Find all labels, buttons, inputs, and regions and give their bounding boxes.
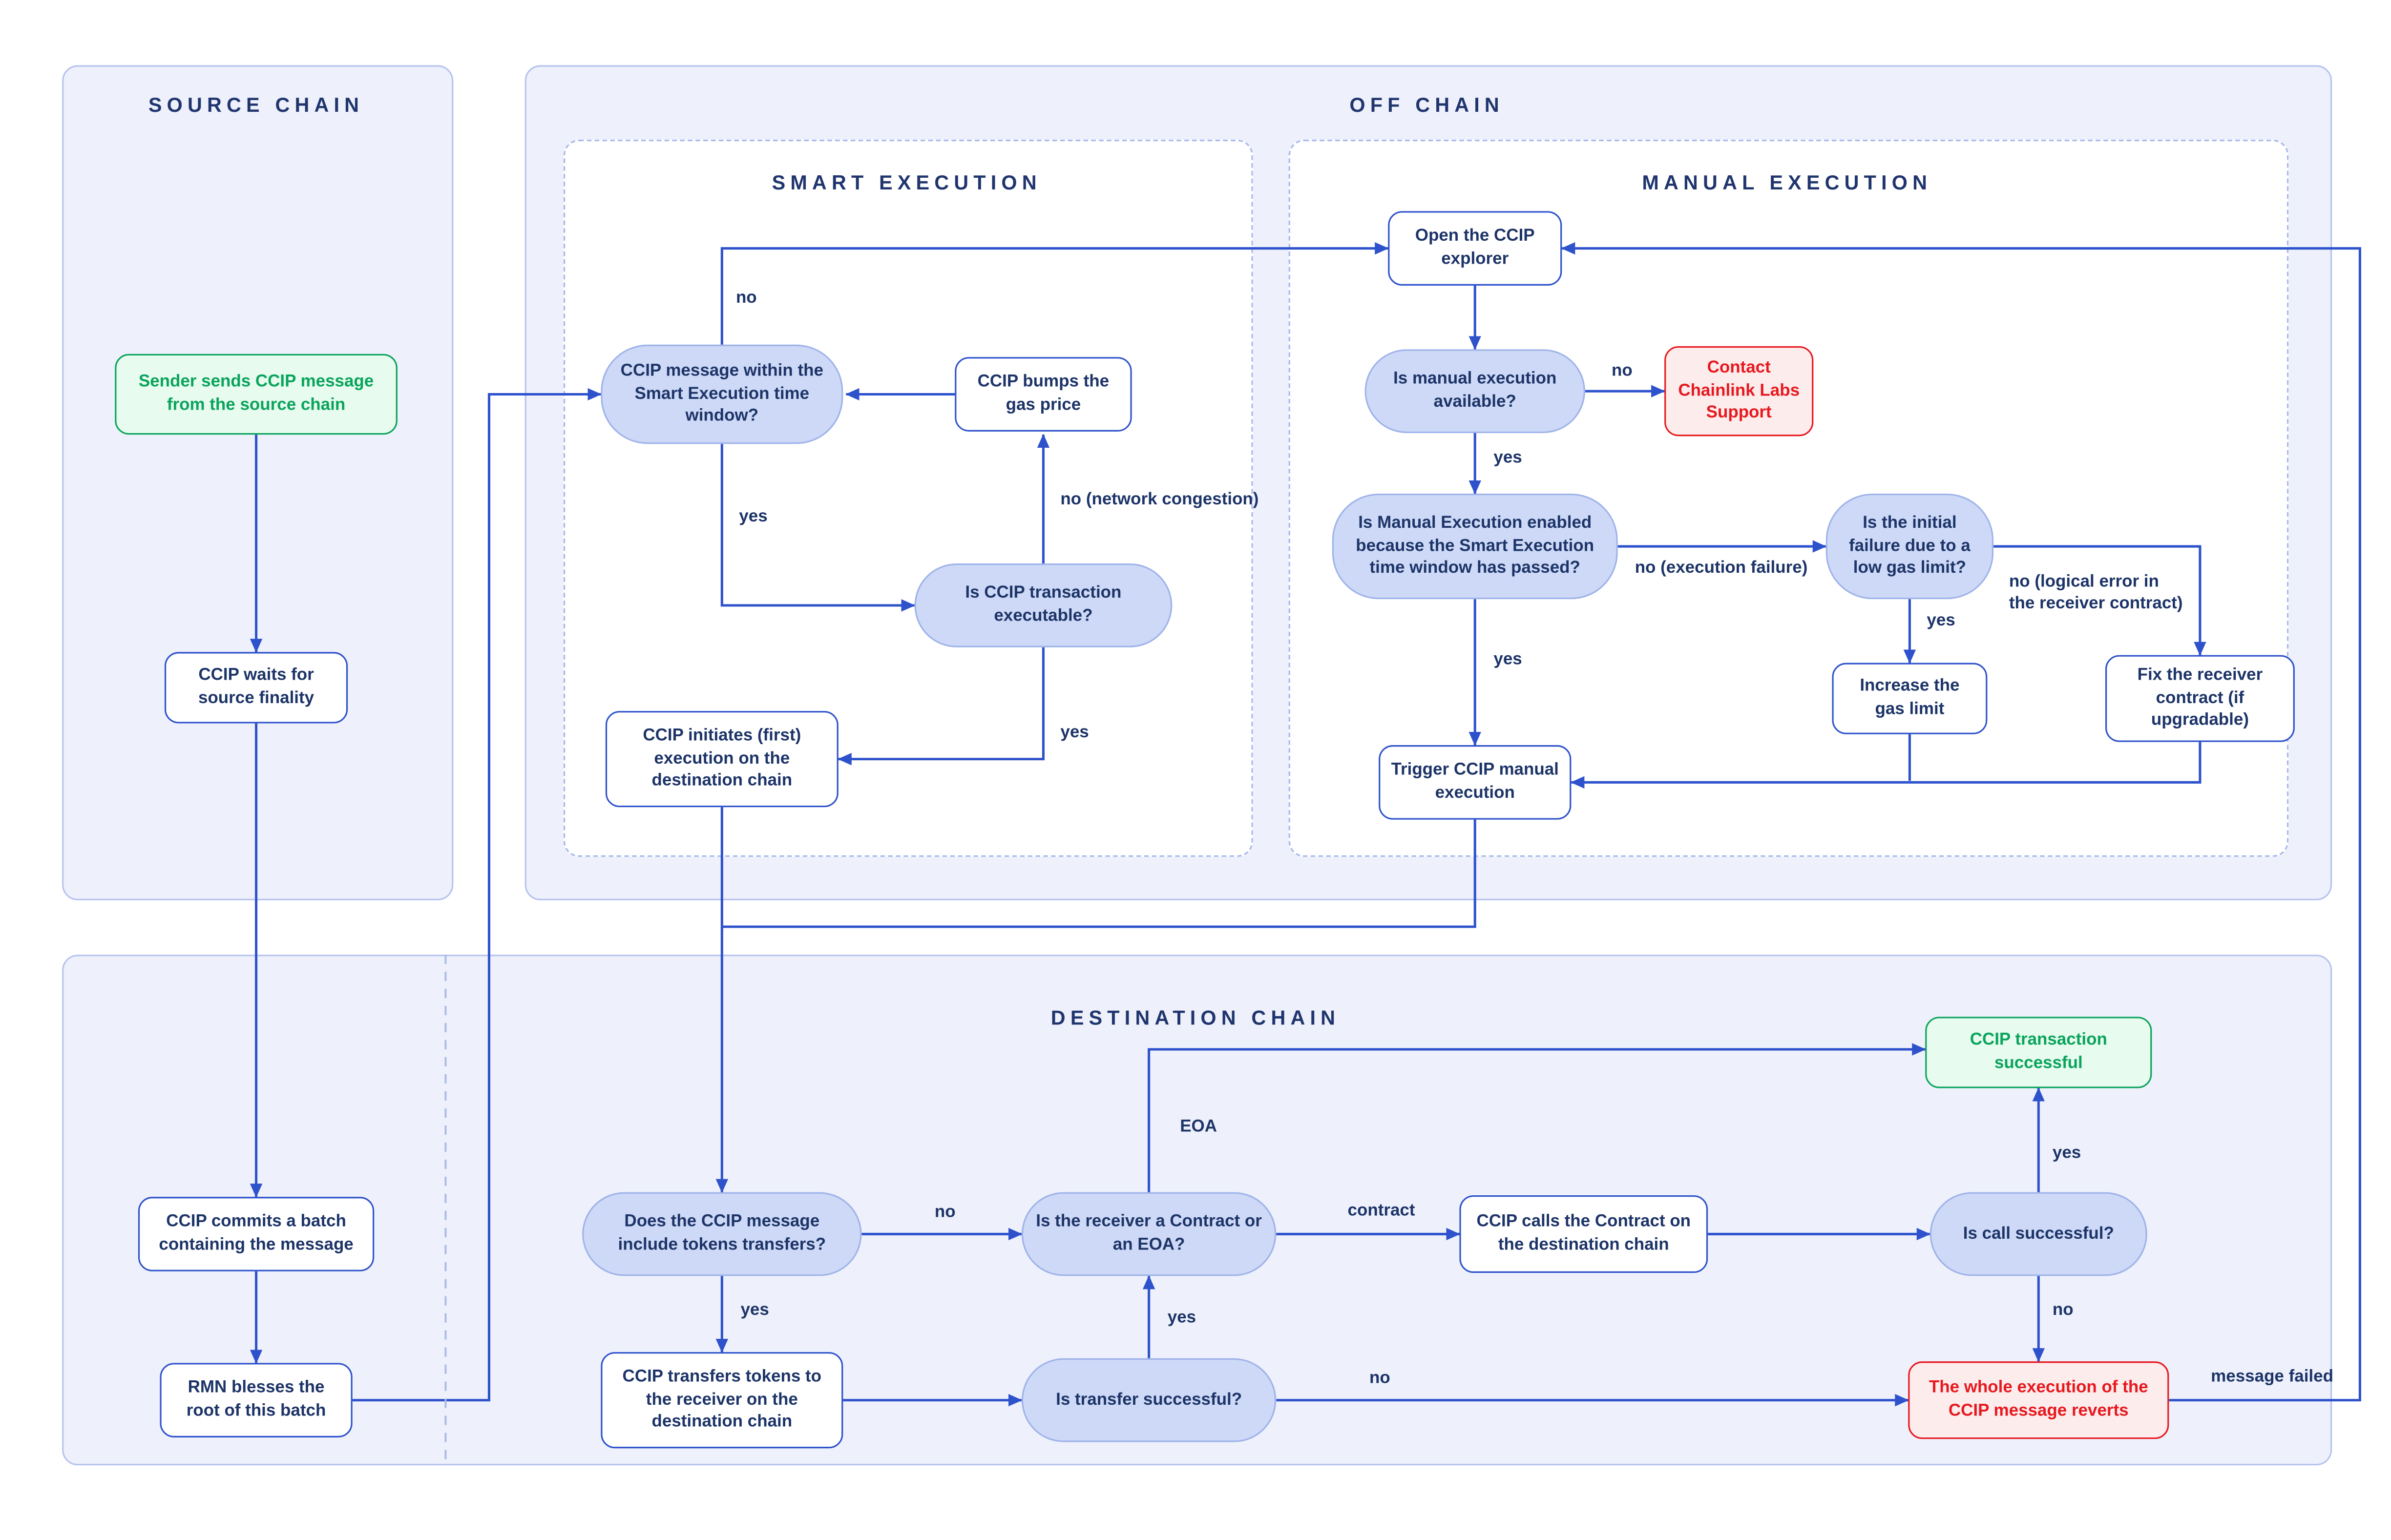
label-no-manual-available: no bbox=[1612, 361, 1633, 380]
node-execution-reverts: The whole execution of the CCIP message … bbox=[1908, 1361, 2169, 1439]
node-message-within-window: CCIP message within the Smart Execution … bbox=[601, 344, 843, 444]
node-manual-execution-enabled: Is Manual Execution enabled because the … bbox=[1332, 493, 1618, 600]
label-no-network-congestion: no (network congestion) bbox=[1060, 490, 1259, 509]
node-is-call-successful: Is call successful? bbox=[1930, 1192, 2147, 1276]
node-sender-sends-message: Sender sends CCIP message from the sourc… bbox=[115, 354, 398, 435]
label-message-failed: message failed bbox=[2211, 1367, 2333, 1387]
node-fix-receiver-contract: Fix the receiver contract (if upgradable… bbox=[2105, 655, 2295, 742]
label-eoa: EOA bbox=[1180, 1118, 1217, 1137]
node-ccip-commits-batch: CCIP commits a batch containing the mess… bbox=[138, 1197, 375, 1271]
label-yes-low-gas: yes bbox=[1927, 611, 1955, 630]
node-initial-failure-low-gas: Is the initial failure due to a low gas … bbox=[1825, 493, 1994, 600]
label-yes-transfer-successful: yes bbox=[1167, 1309, 1196, 1328]
manual-execution-title: MANUAL EXECUTION bbox=[1642, 170, 1932, 194]
node-rmn-blesses-root: RMN blesses the root of this batch bbox=[160, 1363, 353, 1437]
label-yes-manual-enabled: yes bbox=[1493, 650, 1522, 669]
label-yes-manual-available: yes bbox=[1493, 448, 1522, 467]
source-chain-title: SOURCE CHAIN bbox=[148, 93, 364, 117]
node-contact-chainlink-support: Contact Chainlink Labs Support bbox=[1664, 346, 1814, 437]
label-no-execution-failure: no (execution failure) bbox=[1635, 559, 1808, 578]
label-yes-within-window: yes bbox=[739, 507, 768, 526]
label-yes-call-successful: yes bbox=[2052, 1144, 2081, 1163]
node-manual-execution-available: Is manual execution available? bbox=[1364, 349, 1585, 433]
smart-execution-title: SMART EXECUTION bbox=[772, 170, 1042, 194]
source-chain-panel bbox=[62, 65, 454, 900]
node-ccip-waits-finality: CCIP waits for source finality bbox=[164, 652, 348, 724]
node-trigger-manual-execution: Trigger CCIP manual execution bbox=[1379, 745, 1572, 820]
node-ccip-calls-contract: CCIP calls the Contract on the destinati… bbox=[1459, 1195, 1708, 1273]
node-transaction-successful: CCIP transaction successful bbox=[1925, 1017, 2152, 1088]
label-no-logical-error: no (logical error in the receiver contra… bbox=[2009, 573, 2183, 613]
node-ccip-initiates-execution: CCIP initiates (first) execution on the … bbox=[605, 711, 839, 808]
label-no-token-transfers: no bbox=[934, 1203, 956, 1222]
node-is-transfer-successful: Is transfer successful? bbox=[1021, 1358, 1277, 1442]
label-no-call-successful: no bbox=[2052, 1301, 2074, 1320]
destination-chain-title: DESTINATION CHAIN bbox=[1050, 1006, 1341, 1029]
node-increase-gas-limit: Increase the gas limit bbox=[1832, 663, 1988, 734]
node-ccip-transfers-tokens: CCIP transfers tokens to the receiver on… bbox=[601, 1352, 843, 1449]
label-yes-token-transfers: yes bbox=[740, 1301, 769, 1320]
off-chain-title: OFF CHAIN bbox=[1349, 93, 1504, 117]
node-transaction-executable: Is CCIP transaction executable? bbox=[914, 563, 1173, 647]
node-open-ccip-explorer: Open the CCIP explorer bbox=[1388, 211, 1562, 286]
label-no-transfer-successful: no bbox=[1369, 1369, 1390, 1388]
node-receiver-contract-or-eoa: Is the receiver a Contract or an EOA? bbox=[1021, 1192, 1277, 1276]
node-ccip-bumps-gas: CCIP bumps the gas price bbox=[955, 357, 1132, 432]
label-no-within-window: no bbox=[735, 289, 757, 308]
label-yes-executable: yes bbox=[1060, 723, 1089, 742]
node-includes-token-transfers: Does the CCIP message include tokens tra… bbox=[582, 1192, 862, 1276]
label-contract: contract bbox=[1347, 1201, 1415, 1220]
